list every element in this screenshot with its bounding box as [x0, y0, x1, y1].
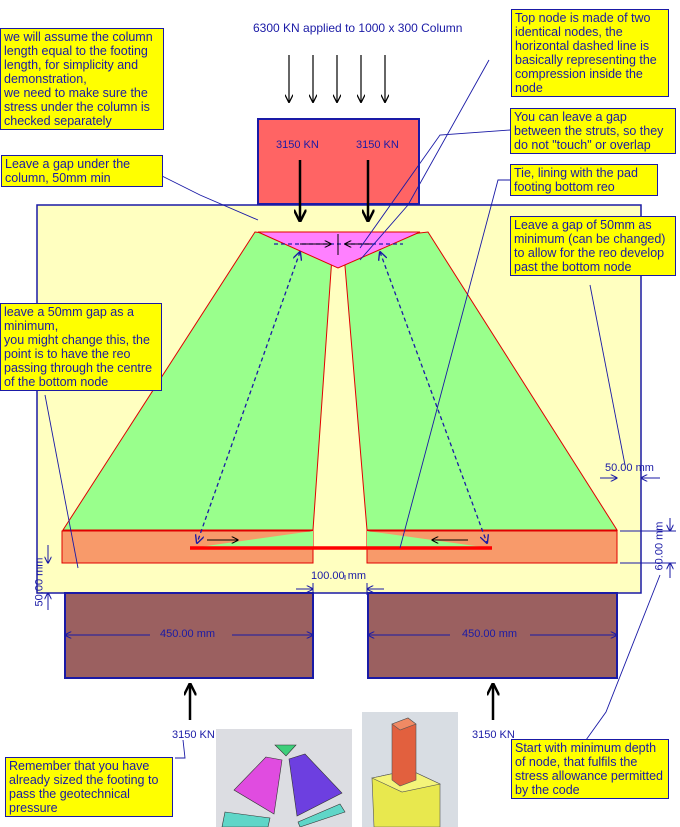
edge-gap-label: 50.00 mm: [605, 462, 654, 474]
column-load-left: 3150 KN: [276, 139, 319, 151]
note-develop: Leave a gap of 50mm as minimum (can be c…: [510, 216, 676, 276]
note-leader-lines: [44, 59, 661, 759]
strut-line-right: [380, 252, 487, 543]
thumbnail-model-3d-struts: [216, 729, 352, 827]
right-pad-width-label: 450.00 mm: [462, 628, 518, 640]
note-gap-under-column: Leave a gap under the column, 50mm min: [1, 155, 163, 187]
reaction-load-right: 3150 KN: [472, 729, 515, 741]
node-depth-dimension: [620, 518, 676, 578]
note-top-node: Top node is made of two identical nodes,…: [511, 9, 669, 97]
note-geotechnical: Remember that you have already sized the…: [5, 757, 173, 817]
strut-line-left: [197, 252, 300, 543]
bottom-gap-label: 50.00 mm: [33, 557, 46, 607]
strut-gap-label: 100.00 mm: [311, 570, 367, 582]
note-strut-gap: You can leave a gap between the struts, …: [510, 108, 676, 154]
note-bottom-gap: leave a 50mm gap as a minimum, you might…: [0, 303, 162, 391]
node-depth-label: 60.00 mm: [653, 521, 666, 571]
note-node-depth: Start with minimum depth of node, that f…: [511, 739, 669, 799]
applied-load-arrows: [289, 55, 385, 102]
note-column-length: we will assume the column length equal t…: [0, 28, 164, 130]
reaction-load-left: 3150 KN: [172, 729, 215, 741]
column: [257, 118, 420, 205]
strut-gap-dimension: [296, 583, 384, 595]
thumbnail-model-3d-column: [362, 712, 458, 827]
note-tie: Tie, lining with the pad footing bottom …: [510, 164, 658, 196]
diagram-title: 6300 KN applied to 1000 x 300 Column: [253, 21, 463, 35]
column-load-right: 3150 KN: [356, 139, 399, 151]
left-pad-width-label: 450.00 mm: [160, 628, 216, 640]
